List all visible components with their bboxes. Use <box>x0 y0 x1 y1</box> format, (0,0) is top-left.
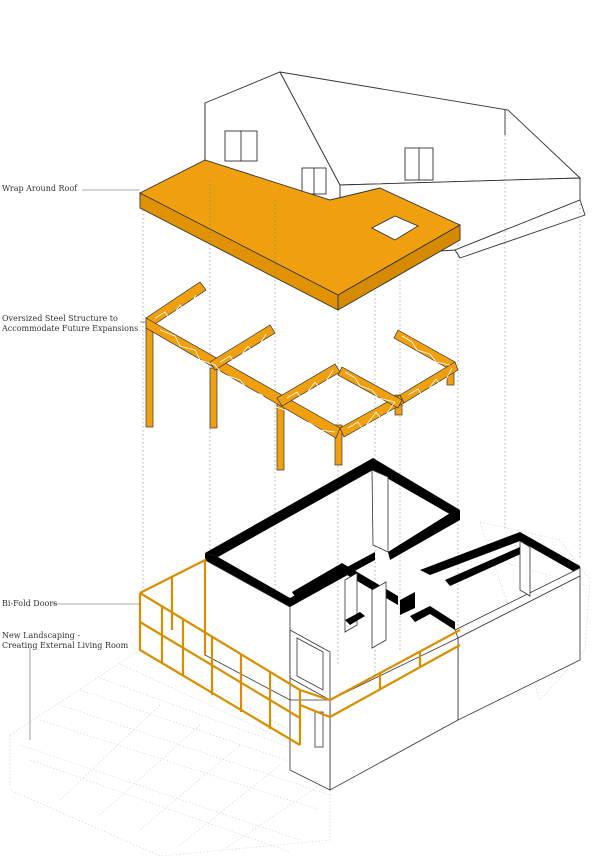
steel-column <box>334 424 343 466</box>
truss-beam <box>145 281 207 327</box>
steel-structure <box>145 281 459 471</box>
leader-lines <box>29 189 146 740</box>
upper-room-walls <box>205 458 460 557</box>
front-door <box>314 711 324 748</box>
label-wrap-around-roof: Wrap Around Roof <box>2 184 77 194</box>
label-text: Bi-Fold Doors <box>2 599 58 608</box>
rooflight <box>371 215 419 241</box>
roof-side-edge <box>337 224 461 311</box>
label-text: Wrap Around Roof <box>2 184 78 193</box>
truss-beam <box>399 361 459 404</box>
ground-floor-surfaces <box>204 469 581 791</box>
label-bi-fold-doors: Bi-Fold Doors <box>2 599 57 609</box>
right-wing-walls <box>420 532 580 575</box>
steel-column <box>276 399 285 471</box>
label-text: Oversized Steel Structure to <box>2 314 118 323</box>
landscape-paving <box>9 521 591 857</box>
wrap-around-roof <box>139 159 461 311</box>
truss-beam <box>209 324 276 371</box>
label-text: New Landscaping - <box>2 631 81 640</box>
truss-webbing <box>154 294 453 433</box>
ground-floor-walls <box>205 458 581 649</box>
steel-column <box>209 367 218 429</box>
label-text: Accommodate Future Expansions <box>2 324 139 333</box>
label-steel-structure: Oversized Steel Structure to Accommodate… <box>2 314 138 334</box>
truss-beam <box>145 317 341 439</box>
label-text: Creating External Living Room <box>2 641 129 650</box>
bi-fold-doors <box>138 558 461 746</box>
truss-beam <box>276 363 341 407</box>
steel-column <box>145 321 154 428</box>
label-new-landscaping: New Landscaping - Creating External Livi… <box>2 631 128 651</box>
